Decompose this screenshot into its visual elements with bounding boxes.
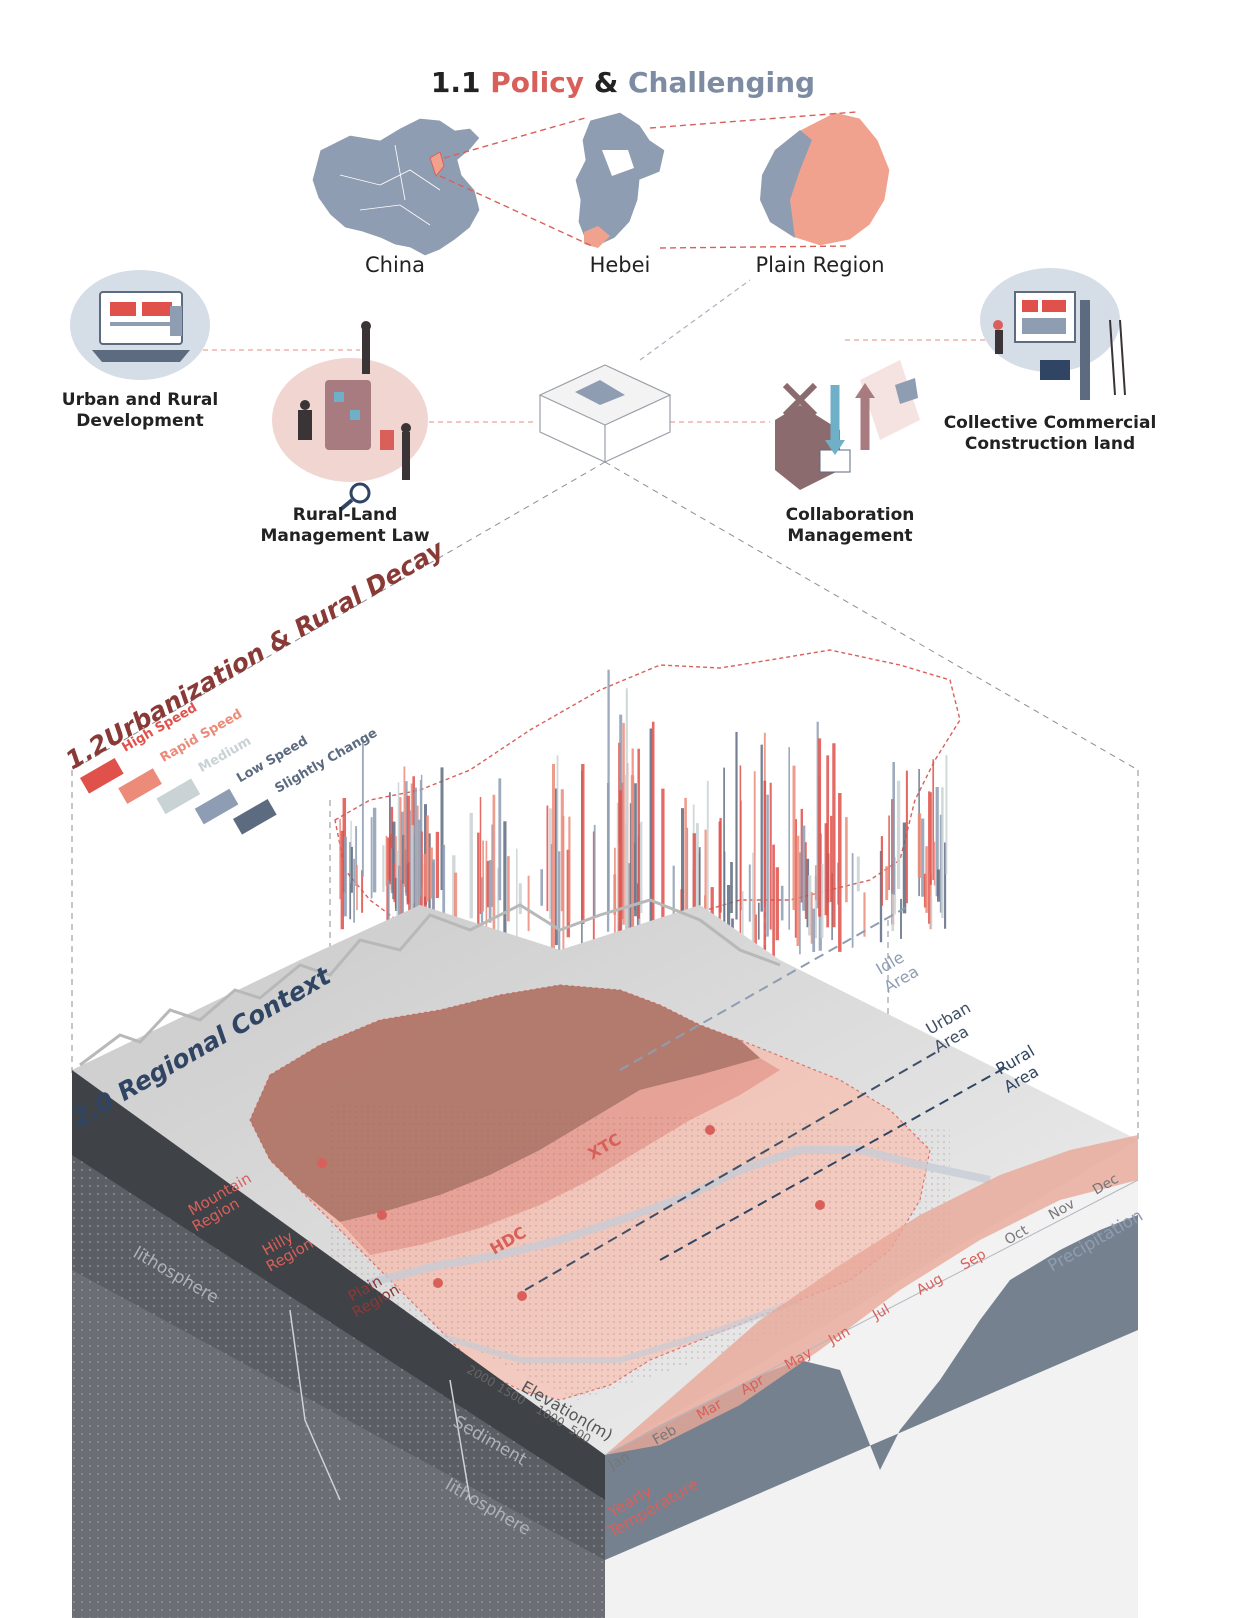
legend-swatch-medium bbox=[156, 778, 201, 815]
month-labels: Jan Feb Mar Apr May Jun Jul Aug Sep Oct Nov Dec bbox=[605, 1171, 1121, 1474]
legend-swatch-high bbox=[80, 758, 124, 794]
temperature-band bbox=[605, 1135, 1138, 1455]
urban-rural-line2: Development bbox=[76, 411, 204, 431]
title-number: 1.1 bbox=[430, 66, 481, 99]
legend-swatch-slight bbox=[232, 798, 277, 835]
collaboration-line1: Collaboration bbox=[785, 505, 915, 525]
month-nov: Nov bbox=[1046, 1196, 1078, 1224]
month-apr: Apr bbox=[738, 1372, 767, 1398]
collaboration-label: Collaboration Management bbox=[760, 505, 940, 547]
title-policy: Policy bbox=[490, 66, 585, 99]
month-jun: Jun bbox=[825, 1324, 853, 1349]
month-jan: Jan bbox=[605, 1449, 633, 1474]
hebei-map bbox=[574, 111, 666, 247]
legend-label-slight: Slightly Change bbox=[273, 726, 381, 797]
policy-connections bbox=[185, 279, 985, 423]
rural-land-line1: Rural-Land bbox=[292, 505, 398, 525]
month-feb: Feb bbox=[650, 1422, 680, 1448]
page-title: 1.1 Policy & Challenging bbox=[0, 66, 1246, 99]
area-lines bbox=[524, 907, 1011, 1291]
collective-line2: Construction land bbox=[964, 434, 1136, 454]
legend-swatch-low bbox=[194, 788, 239, 825]
sediment-label: Sediment bbox=[450, 1412, 531, 1470]
hebei-highlight-on-china bbox=[429, 151, 445, 178]
rural-land-label: Rural-Land Management Law bbox=[255, 505, 435, 547]
lithosphere-label-bottom: lithosphere bbox=[442, 1475, 534, 1540]
legend-swatch-rapid bbox=[118, 768, 162, 804]
urbanization-title: 1.2Urbanization & Rural Decay bbox=[61, 534, 450, 776]
collective-label: Collective Commercial Construction land bbox=[935, 413, 1165, 455]
china-map bbox=[311, 117, 481, 257]
month-aug: Aug bbox=[914, 1271, 946, 1299]
title-challenging: Challenging bbox=[627, 66, 816, 99]
river bbox=[308, 1146, 991, 1304]
month-oct: Oct bbox=[1002, 1222, 1031, 1248]
precipitation-area bbox=[605, 1215, 1138, 1560]
people-document-icon bbox=[272, 321, 428, 512]
collective-line1: Collective Commercial bbox=[943, 413, 1157, 433]
china-label: China bbox=[365, 253, 425, 277]
city-xtc: XTC bbox=[585, 1130, 625, 1164]
title-ampersand: & bbox=[593, 66, 619, 99]
month-dec: Dec bbox=[1090, 1171, 1121, 1198]
rural-land-line2: Management Law bbox=[260, 526, 430, 546]
urban-rural-line1: Urban and Rural bbox=[61, 390, 219, 410]
site-box bbox=[538, 364, 672, 463]
city-markers bbox=[317, 1125, 825, 1301]
regional-title: 2.0 Regional Context bbox=[67, 961, 337, 1134]
hebei-plain-highlight bbox=[584, 226, 610, 248]
collaboration-line2: Management bbox=[787, 526, 913, 546]
mountain-ridges bbox=[79, 898, 781, 1067]
month-mar: Mar bbox=[694, 1396, 725, 1423]
elevation-tick-2000: 2000 bbox=[465, 1362, 498, 1389]
computer-cloud-icon bbox=[70, 270, 210, 380]
tools-arrows-icon bbox=[775, 360, 920, 490]
city-hdc: HDC bbox=[487, 1223, 530, 1259]
lithosphere-label-top: lithosphere bbox=[130, 1243, 222, 1308]
urbanization-spikes bbox=[339, 669, 948, 968]
month-jul: Jul bbox=[869, 1301, 893, 1324]
urban-rural-label: Urban and Rural Development bbox=[50, 390, 230, 432]
hebei-label: Hebei bbox=[589, 253, 651, 277]
construction-screen-icon bbox=[980, 268, 1126, 400]
month-may: May bbox=[782, 1345, 815, 1373]
month-sep: Sep bbox=[958, 1246, 989, 1273]
plain-region-label: Plain Region bbox=[755, 253, 885, 277]
